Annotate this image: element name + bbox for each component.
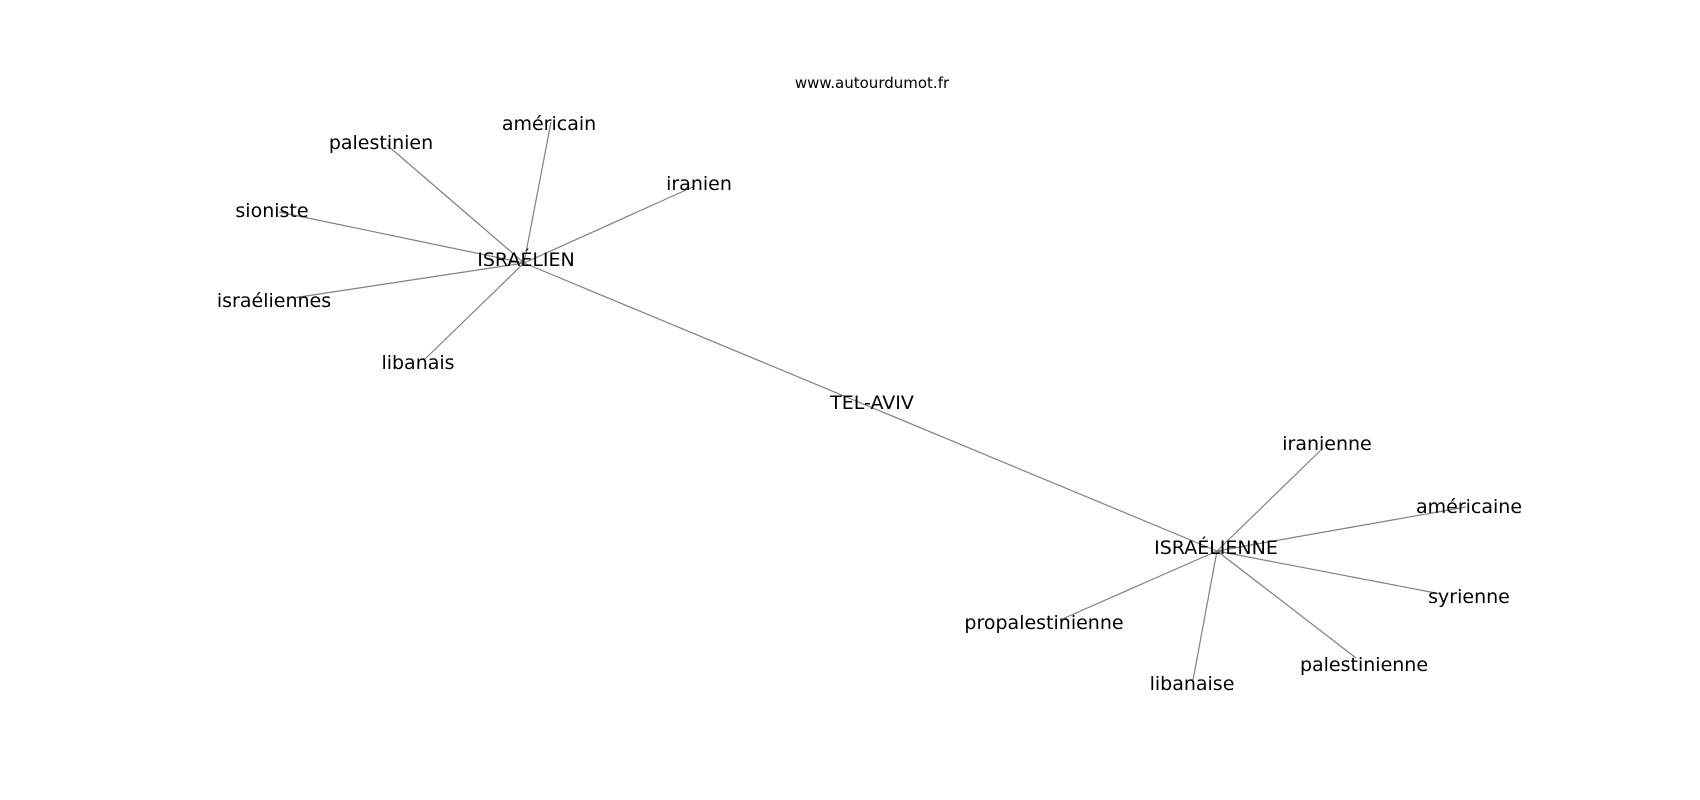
edge-israelienne-propalestinienne <box>1059 550 1218 621</box>
edge-israelien-americain <box>523 121 552 264</box>
node-label-israelien: ISRAÉLIEN <box>477 248 575 271</box>
node-label-tel-aviv: TEL-AVIV <box>829 392 914 414</box>
node-label-palestinienne: palestinienne <box>1300 654 1428 676</box>
edge-israelien-iranien <box>523 185 696 264</box>
watermark-text: www.autourdumot.fr <box>794 74 950 92</box>
edge-israelienne-palestinienne <box>1216 550 1357 659</box>
edge-israelien-palestinien <box>386 144 525 264</box>
node-label-sioniste: sioniste <box>235 200 308 222</box>
edge-israelien-israelienne <box>523 262 1218 552</box>
edge-israelienne-iranienne <box>1216 448 1323 552</box>
node-label-israelienne: ISRAÉLIENNE <box>1154 536 1278 559</box>
node-label-iranienne: iranienne <box>1282 433 1372 455</box>
node-label-palestinien: palestinien <box>329 132 433 154</box>
edge-israelien-israeliennes <box>292 262 525 299</box>
edge-israelienne-libanaise <box>1192 550 1218 681</box>
node-label-iranien: iranien <box>666 173 732 195</box>
node-label-americaine: américaine <box>1416 496 1522 518</box>
node-label-libanaise: libanaise <box>1150 673 1235 695</box>
edge-israelien-libanais <box>423 262 525 361</box>
edge-israelien-sioniste <box>278 211 525 264</box>
node-label-propalestinienne: propalestinienne <box>964 612 1123 634</box>
node-label-syrienne: syrienne <box>1428 586 1510 608</box>
edge-israelienne-americaine <box>1216 506 1467 552</box>
node-label-israeliennes: israéliennes <box>217 290 331 312</box>
graph-labels: TEL-AVIV ISRAÉLIEN ISRAÉLIENNE palestinien a… <box>217 113 1522 695</box>
node-label-libanais: libanais <box>381 352 454 374</box>
node-label-americain: américain <box>502 113 596 135</box>
edge-israelienne-syrienne <box>1216 550 1442 595</box>
graph-edges <box>278 121 1467 681</box>
